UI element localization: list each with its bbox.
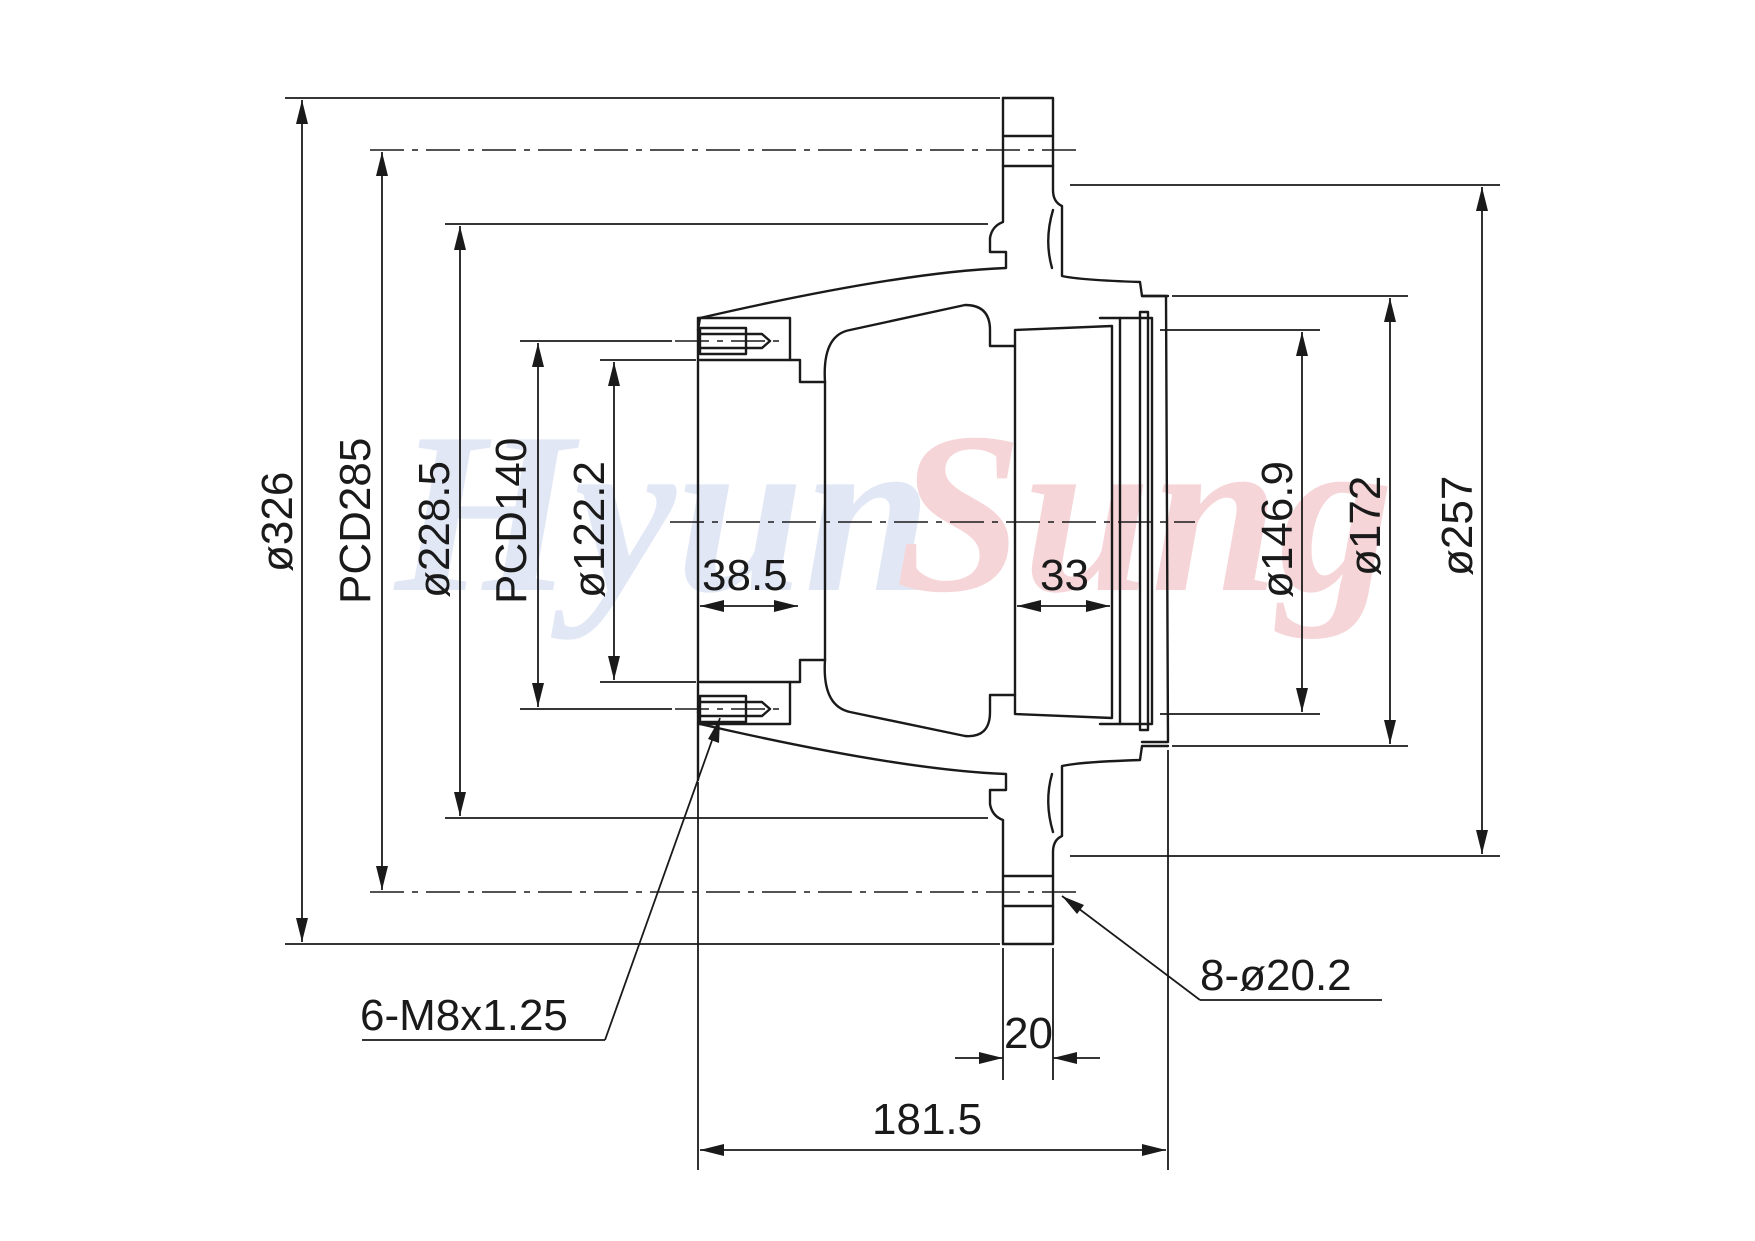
hub-outline [696, 96, 1170, 946]
dimension-lines [296, 100, 1488, 1156]
seal-lip [1138, 310, 1150, 732]
label-181-5: 181.5 [872, 1095, 982, 1144]
label-d146-9: ø146.9 [1253, 461, 1302, 598]
label-thread: 6-M8x1.25 [360, 991, 568, 1040]
label-d326: ø326 [253, 472, 302, 572]
extension-lines [285, 97, 1500, 1170]
label-pcd285: PCD285 [331, 438, 380, 604]
pilot-bore-upper [698, 358, 827, 384]
threaded-hole-upper [698, 326, 772, 356]
watermark-left-text: Hyun [393, 385, 932, 640]
watermark: Hyun Sung [393, 385, 1394, 640]
label-holes: 8-ø20.2 [1200, 951, 1352, 1000]
pilot-bore-lower [698, 658, 827, 684]
label-38-5: 38.5 [702, 551, 788, 600]
center-lines [370, 149, 1195, 893]
flange-upper-left [696, 96, 1008, 332]
dimension-labels: ø326 PCD285 ø228.5 PCD140 ø122.2 38.5 33… [253, 438, 1482, 1144]
label-33: 33 [1040, 551, 1089, 600]
flange-upper-curve [1047, 208, 1055, 270]
label-d172: ø172 [1341, 476, 1390, 576]
pilot-lower-step [696, 680, 792, 726]
seal-outer [1098, 316, 1154, 726]
leader-lines [362, 717, 1382, 1041]
flange-upper [1001, 96, 1170, 298]
hub-right-face [1140, 294, 1170, 744]
label-d122-2: ø122.2 [565, 461, 614, 598]
leader-holes [1061, 895, 1201, 1001]
label-d257: ø257 [1433, 476, 1482, 576]
label-pcd140: PCD140 [487, 438, 536, 604]
pilot-upper-step [696, 316, 792, 362]
label-d228-5: ø228.5 [410, 461, 459, 598]
inner-cavity [823, 303, 1114, 738]
leader-thread [604, 717, 721, 1041]
flange-lower-left [696, 710, 1008, 946]
label-20: 20 [1004, 1009, 1053, 1058]
flange-lower-curve [1047, 772, 1055, 834]
flange-lower [1001, 744, 1170, 946]
watermark-right-text: Sung [895, 385, 1394, 640]
